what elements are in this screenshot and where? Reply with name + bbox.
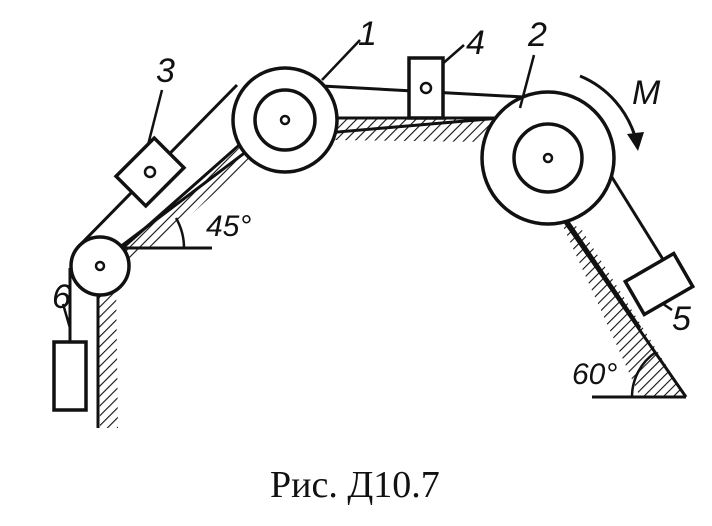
moment-arrowhead-icon bbox=[627, 132, 644, 151]
label-weight-6: 6 bbox=[52, 278, 71, 316]
pointer-1 bbox=[321, 39, 361, 81]
label-block-5: 5 bbox=[672, 300, 691, 338]
belt-right-inner bbox=[558, 209, 642, 329]
label-wheel-2: 2 bbox=[527, 16, 547, 54]
belt-left-lower bbox=[119, 140, 260, 249]
incline-60-surface bbox=[556, 211, 688, 398]
label-angle-60: 60° bbox=[572, 358, 617, 391]
block-5 bbox=[622, 251, 696, 317]
label-block-3: 3 bbox=[156, 52, 175, 90]
pulley-left bbox=[69, 235, 131, 297]
block-4 bbox=[407, 56, 445, 120]
top-surface-hatch bbox=[330, 118, 500, 142]
label-block-4: 4 bbox=[466, 24, 485, 62]
incline-45-hatch bbox=[118, 140, 262, 262]
block-4-pin bbox=[419, 81, 433, 95]
weight-6 bbox=[52, 340, 88, 412]
label-angle-45: 45° bbox=[206, 210, 251, 243]
moment-arc bbox=[579, 74, 638, 141]
label-moment: M bbox=[632, 74, 661, 112]
wheel-2 bbox=[480, 90, 616, 226]
angle-60-arc bbox=[630, 350, 657, 398]
label-wheel-1: 1 bbox=[358, 15, 377, 53]
block-3-pin bbox=[143, 165, 157, 179]
pointer-3 bbox=[146, 89, 164, 146]
wheel-1 bbox=[231, 66, 339, 174]
wheel-2-axle bbox=[542, 152, 554, 164]
wheel-1-axle bbox=[279, 114, 291, 126]
pointer-2 bbox=[518, 54, 536, 109]
angle-45-arc bbox=[174, 217, 186, 249]
pointer-6 bbox=[61, 303, 72, 329]
left-wall-hatch bbox=[98, 280, 118, 428]
pulley-left-axle bbox=[94, 260, 106, 272]
figure-caption: Рис. Д10.7 bbox=[270, 464, 440, 506]
